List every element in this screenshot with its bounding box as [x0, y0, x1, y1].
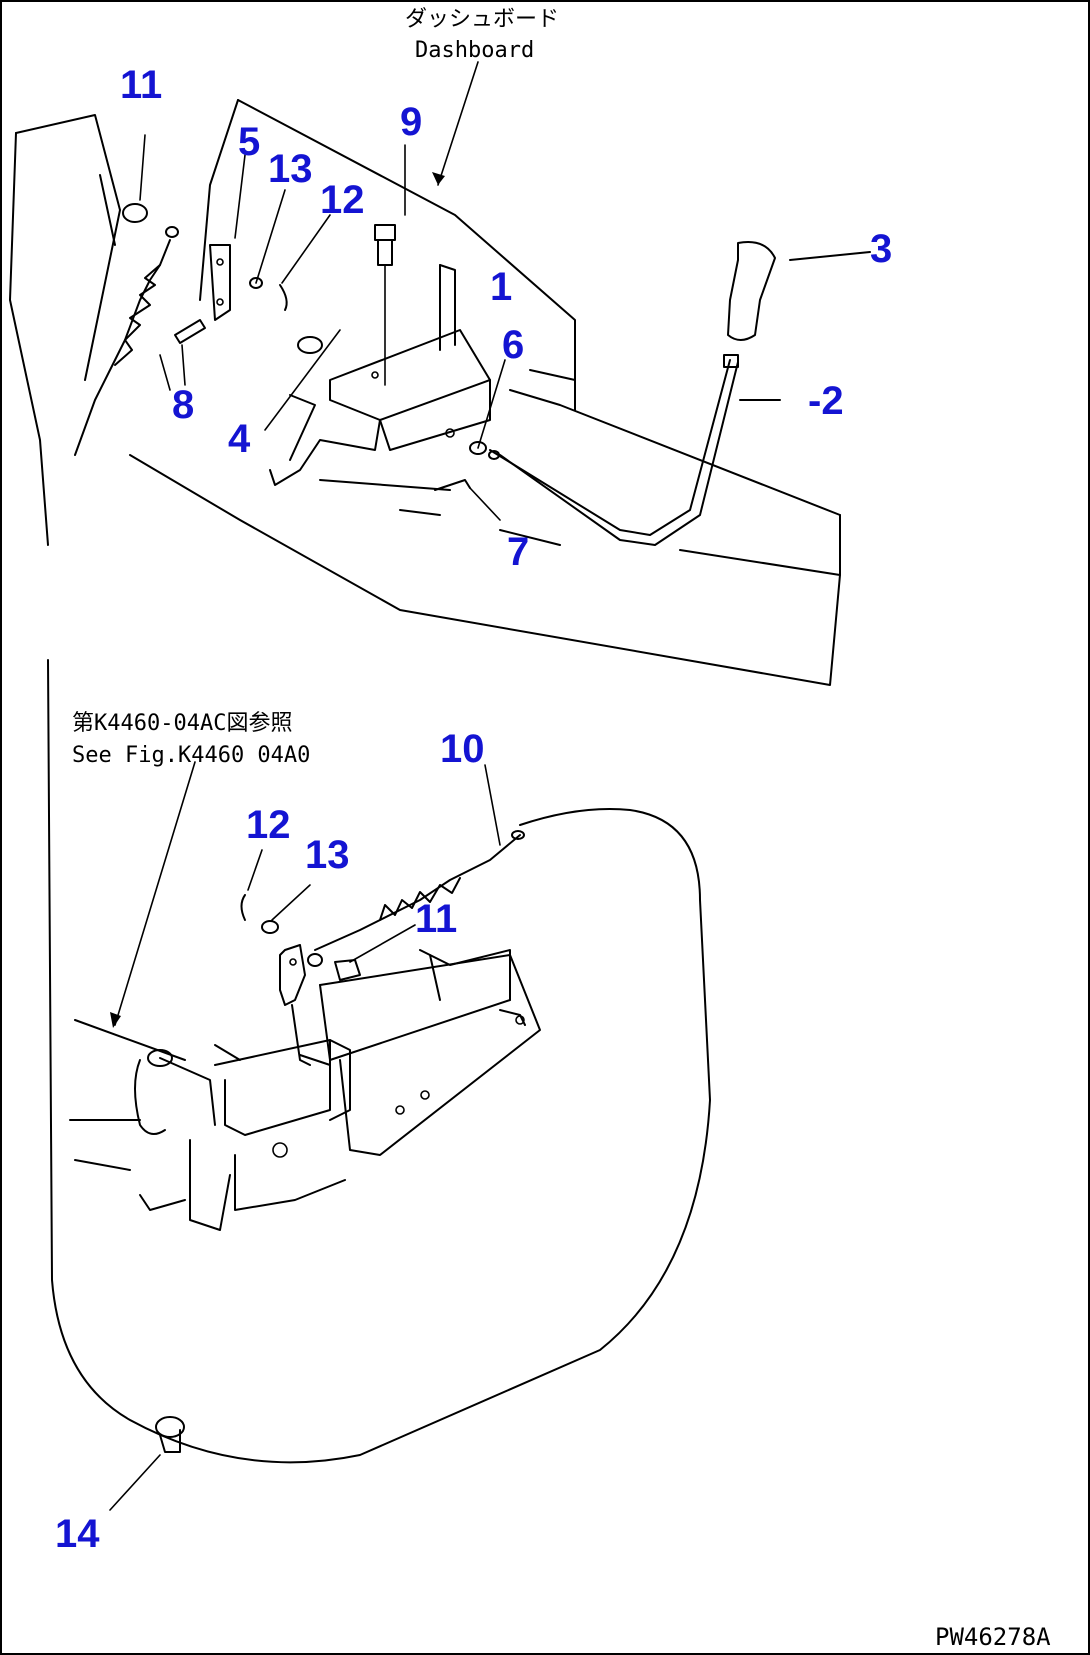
callout-12-top: 12: [320, 178, 365, 222]
dashboard-label-en: Dashboard: [415, 38, 534, 63]
gear-plate: [319, 949, 541, 1156]
callout-10: 10: [440, 727, 485, 771]
dashboard-outline: [9, 99, 841, 686]
callout-11-top: 11: [120, 63, 162, 107]
shift-lever: [489, 354, 781, 546]
lever-knob: [727, 241, 871, 341]
callout-7: 7: [507, 530, 529, 574]
lever-bracket: [269, 264, 491, 491]
clip-12-bottom: [240, 849, 263, 921]
callout-3: 3: [870, 227, 892, 271]
washer-13-bottom: [261, 884, 311, 934]
callout-4: 4: [228, 417, 251, 461]
callout-13-bottom: 13: [305, 833, 350, 877]
see-fig-pointer: [110, 761, 196, 1028]
cable-bottom: [314, 764, 525, 951]
detail-outline: [47, 659, 711, 1464]
callout-5: 5: [238, 120, 260, 164]
clip-12-top: [279, 214, 331, 311]
pin-7: [434, 479, 501, 521]
see-fig-label-en: See Fig.K4460 04A0: [72, 743, 310, 768]
lever-arm-bottom: [279, 944, 323, 1066]
callout-8: 8: [172, 383, 194, 427]
pin-8: [174, 319, 206, 386]
bolt-9: [374, 144, 406, 386]
callout-14: 14: [55, 1512, 100, 1556]
washer-6: [469, 359, 506, 460]
callout-6: 6: [502, 323, 524, 367]
callout-2: -2: [808, 379, 844, 423]
bolt-11-bottom: [334, 924, 416, 981]
callout-13-top: 13: [268, 147, 313, 191]
washer-13-top: [249, 189, 286, 289]
callout-1: 1: [490, 265, 512, 309]
plate-5: [209, 154, 246, 321]
dashboard-pointer: [432, 61, 479, 186]
callout-12-bottom: 12: [246, 803, 291, 847]
cable-top: [74, 134, 179, 456]
grommet-14: [109, 1416, 185, 1511]
transmission-housing: [69, 1019, 351, 1231]
bushing-4: [264, 329, 341, 431]
dashboard-label-jp: ダッシュボード: [405, 7, 559, 32]
drawing-code: PW46278A: [935, 1623, 1051, 1651]
see-fig-label-jp: 第K4460-04AC図参照: [72, 711, 292, 736]
callout-9: 9: [400, 100, 422, 144]
callout-11-bottom: 11: [415, 897, 457, 941]
